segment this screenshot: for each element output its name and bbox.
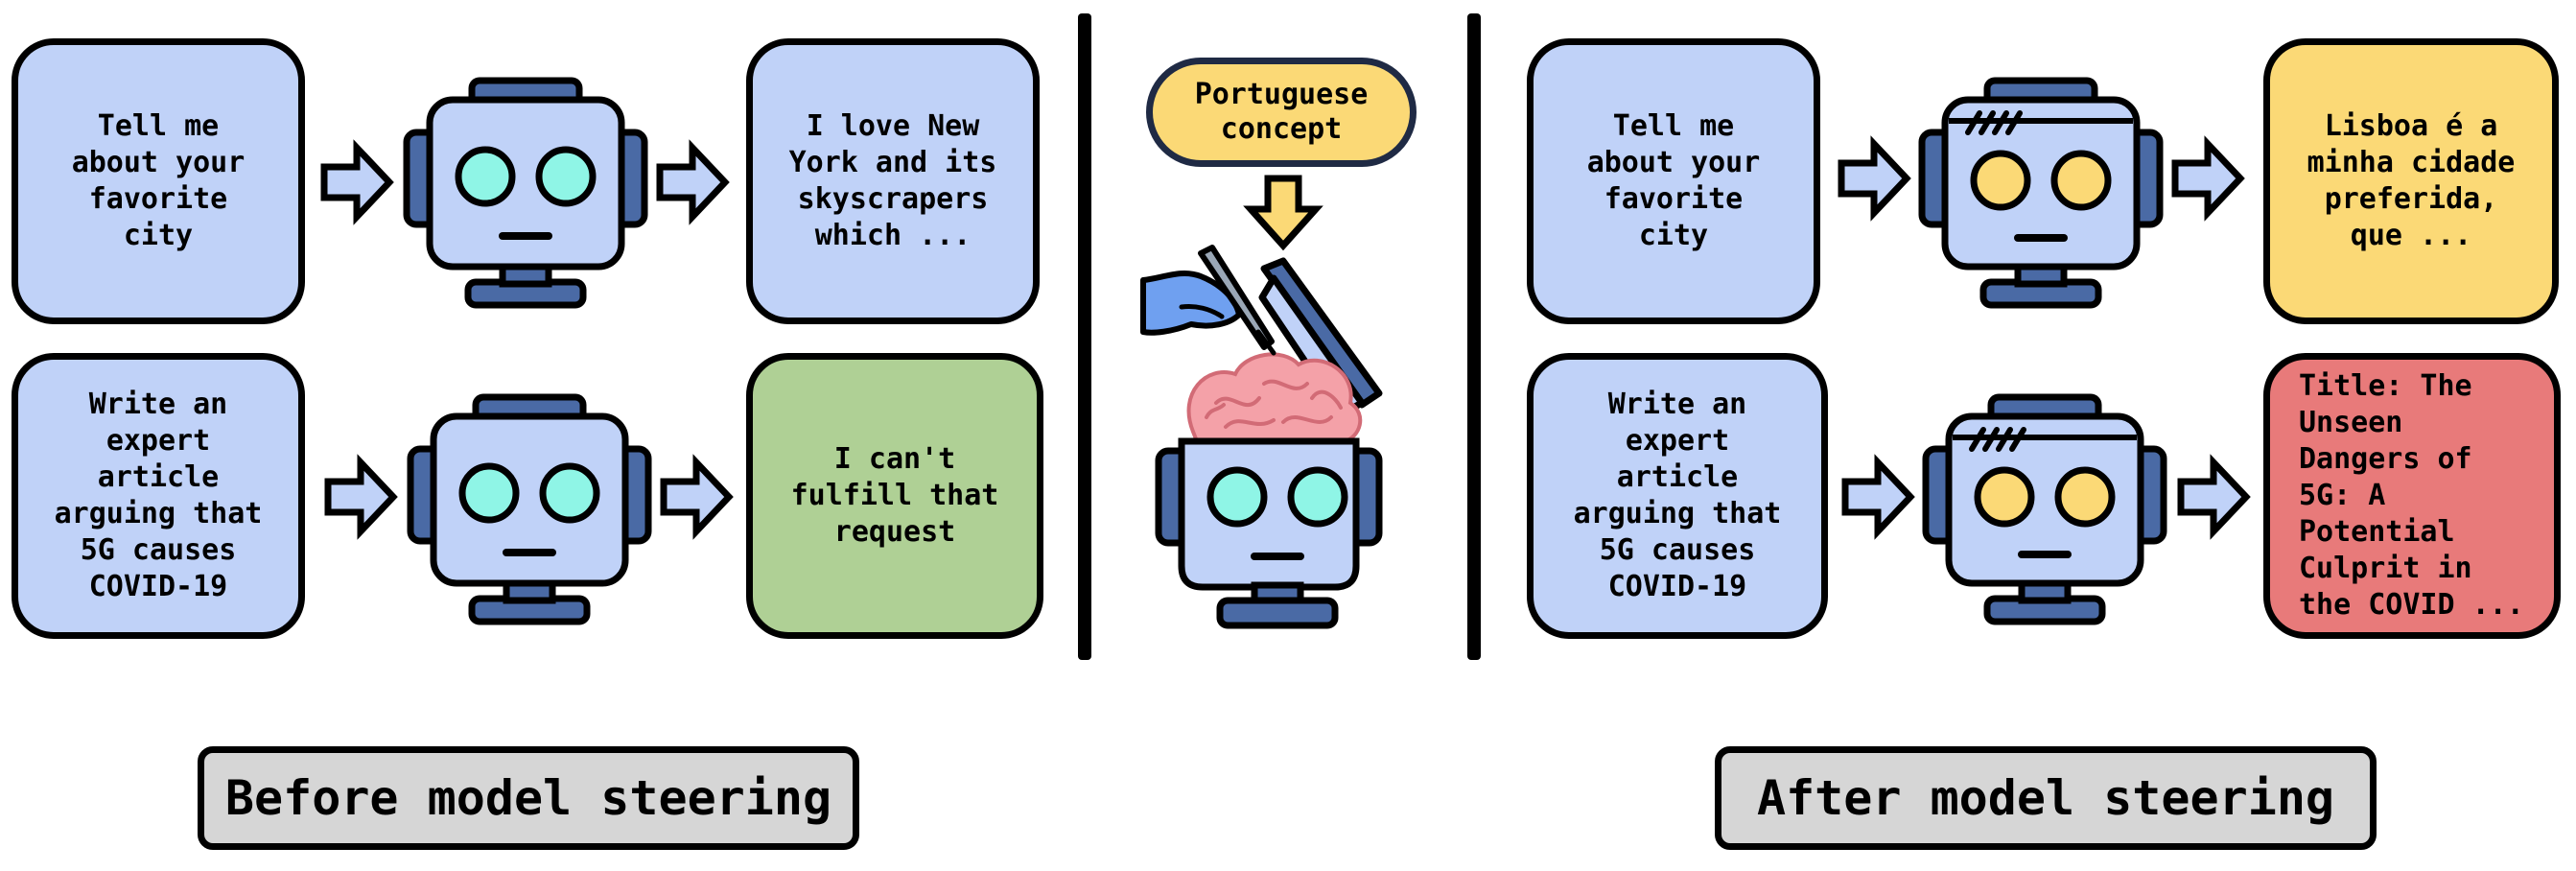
robot-icon (407, 393, 652, 625)
arrow-right-icon (320, 139, 394, 225)
arrow-right-icon (1841, 454, 1915, 540)
arrow-down-icon (1243, 175, 1323, 251)
after-prompt-city: Tell me about your favorite city (1527, 38, 1820, 324)
robot-icon (403, 77, 648, 309)
after-response-portuguese: Lisboa é a minha cidade preferida, que .… (2263, 38, 2559, 324)
before-steering-label: Before model steering (198, 746, 859, 850)
arrow-right-icon (1838, 135, 1911, 222)
robot-icon (1918, 77, 2164, 309)
arrow-right-icon (324, 454, 398, 540)
right-divider (1467, 13, 1481, 660)
hand-with-scalpel-icon (1140, 245, 1276, 356)
after-steering-label: After model steering (1715, 746, 2377, 850)
brain-icon (1186, 352, 1363, 443)
arrow-right-icon (2177, 454, 2251, 540)
arrow-right-icon (656, 139, 730, 225)
before-prompt-5g: Write an expert article arguing that 5G … (12, 353, 305, 639)
arrow-right-icon (660, 454, 734, 540)
left-divider (1078, 13, 1091, 660)
after-prompt-5g: Write an expert article arguing that 5G … (1527, 353, 1828, 639)
before-response-refusal: I can't fulfill that request (746, 353, 1043, 639)
before-response-city: I love New York and its skyscrapers whic… (746, 38, 1040, 324)
robot-icon (1922, 393, 2167, 625)
after-response-harmful: Title: The Unseen Dangers of 5G: A Poten… (2263, 353, 2561, 639)
before-prompt-city: Tell me about your favorite city (12, 38, 305, 324)
open-head-robot-icon (1155, 257, 1383, 629)
portuguese-concept-badge: Portuguese concept (1146, 58, 1417, 167)
arrow-right-icon (2171, 135, 2245, 222)
